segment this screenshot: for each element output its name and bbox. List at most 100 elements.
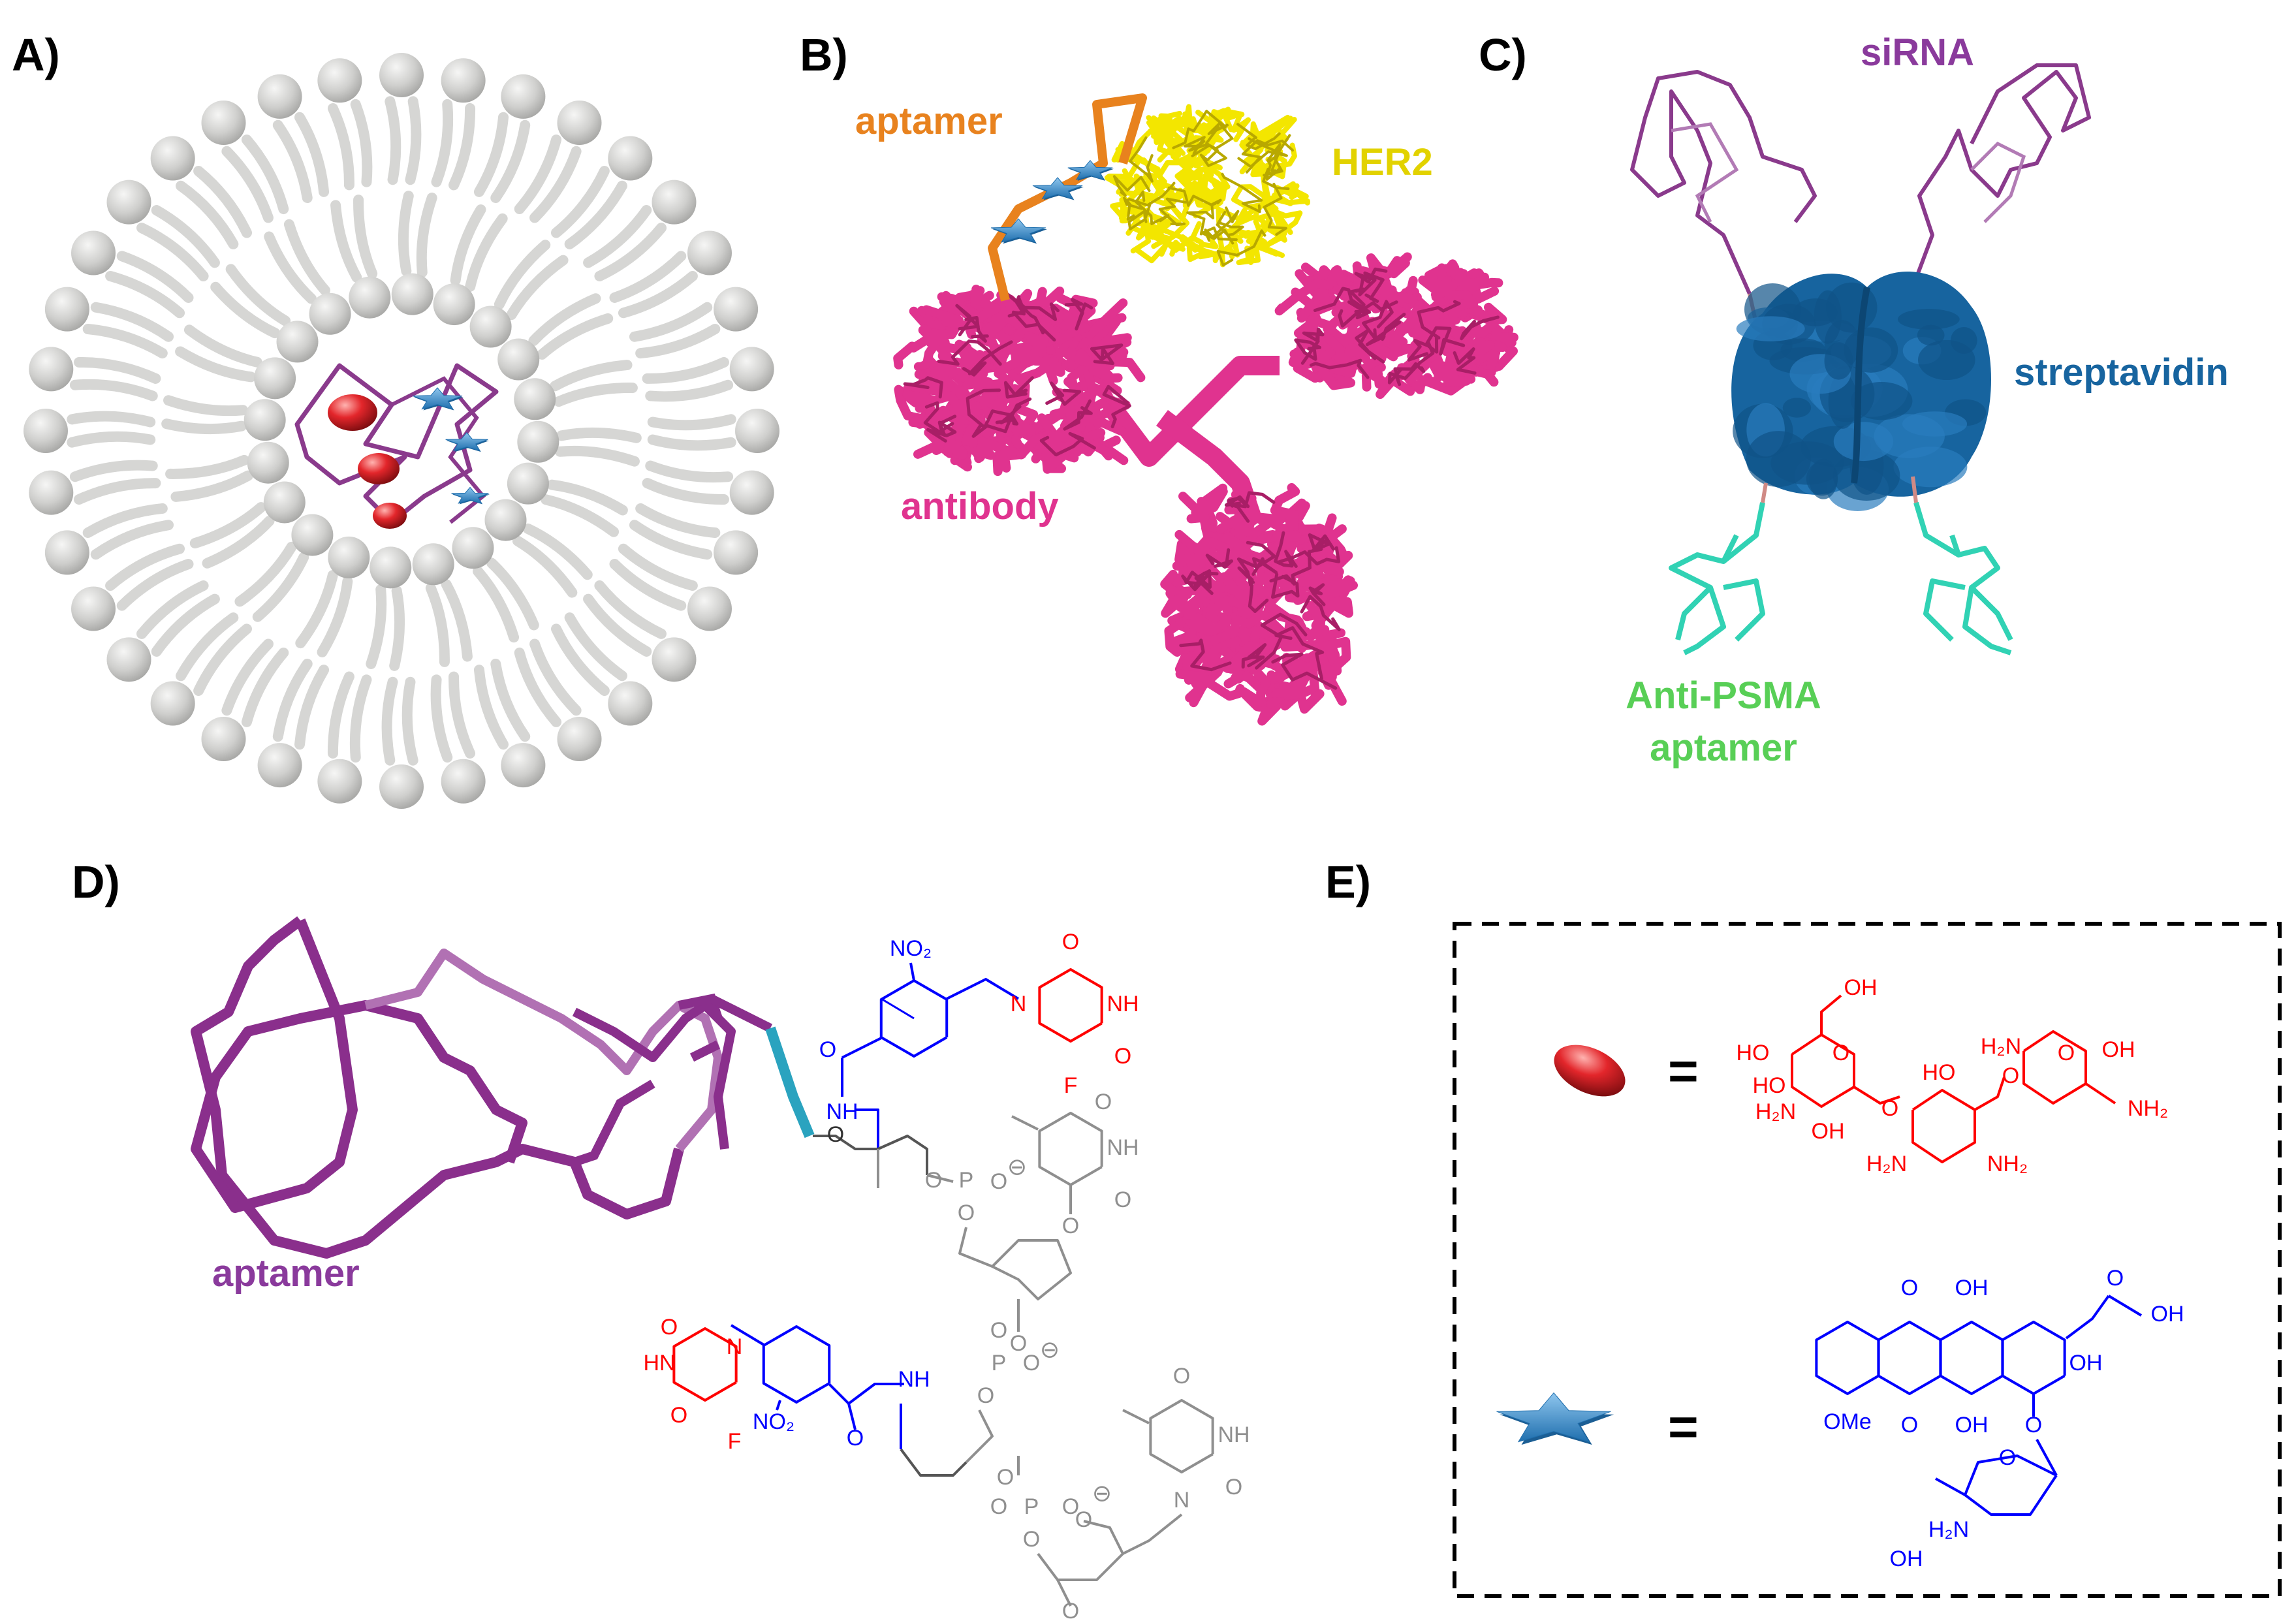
- atom-label: O: [925, 1168, 942, 1193]
- bond: [1122, 1409, 1150, 1424]
- atom-label: O: [670, 1403, 687, 1428]
- atom-label: O: [1062, 1214, 1079, 1238]
- bond: [2001, 1321, 2066, 1395]
- lipid-tail: [564, 612, 627, 682]
- atom-label: O: [1095, 1090, 1112, 1114]
- atom-label: O: [827, 1122, 844, 1147]
- lipid-tail: [272, 658, 313, 742]
- atom-label: O: [1999, 1445, 2016, 1470]
- atom-label: HO: [1753, 1073, 1786, 1098]
- lipid-head: [608, 136, 653, 181]
- atom-label: P: [1024, 1494, 1039, 1519]
- lipid-tail: [541, 494, 620, 537]
- atom-label: O: [1225, 1475, 1242, 1500]
- atom-label: OH: [2151, 1302, 2184, 1327]
- bond: [965, 1409, 994, 1464]
- atom-label: O: [977, 1383, 994, 1408]
- lipid-tail: [618, 270, 698, 319]
- lipid-tail: [512, 535, 578, 598]
- atom-label: N: [1011, 992, 1027, 1016]
- doxorubicin-star-icon: [990, 218, 1048, 244]
- atom-label: NH₂: [1987, 1152, 2028, 1176]
- anti-psma-label-line1: Anti-PSMA: [1626, 674, 1821, 717]
- atom-label: O: [661, 1315, 678, 1340]
- equals-sign: =: [1668, 1398, 1699, 1456]
- lipid-head: [24, 409, 68, 453]
- lipid-tail: [165, 454, 250, 479]
- lipid-tail: [283, 219, 330, 296]
- lipid-tail: [431, 99, 454, 187]
- panel-d-letter: D): [72, 857, 120, 907]
- lipid-tail: [405, 96, 422, 185]
- streptavidin-label: streptavidin: [2014, 351, 2229, 394]
- lipid-tail: [74, 478, 161, 505]
- lipid-tail: [537, 313, 614, 360]
- lipid-head: [652, 637, 697, 682]
- anti-psma-label-line2: aptamer: [1650, 727, 1797, 769]
- panel-a: A): [12, 29, 779, 809]
- lipid-tail: [494, 240, 551, 310]
- her2-label: HER2: [1332, 141, 1433, 183]
- lipid-head: [441, 759, 486, 804]
- atom-label: O: [1901, 1276, 1918, 1300]
- lipid-tail: [151, 205, 220, 268]
- lipid-tail: [529, 146, 582, 223]
- lipid-tail: [69, 379, 158, 401]
- lipid-head: [106, 180, 151, 225]
- lipid-tail: [490, 658, 531, 742]
- bond: [1149, 1399, 1214, 1473]
- lipid-head: [263, 481, 306, 524]
- doxorubicin-star-icon: [451, 486, 490, 505]
- lipid-tail: [294, 112, 330, 197]
- bond: [958, 1227, 1072, 1300]
- lipid-tail: [448, 103, 476, 191]
- atom-label: N: [727, 1334, 743, 1359]
- psma-aptamer-right: [1913, 501, 2013, 655]
- lipid-tail: [82, 503, 168, 539]
- lipid-tail: [385, 96, 401, 185]
- lipid-tail: [90, 302, 174, 342]
- doxorubicin-star-icon: [445, 432, 490, 452]
- lipid-head: [247, 441, 289, 484]
- aptamer-label: aptamer: [855, 100, 1003, 142]
- atom-label: H₂N: [1928, 1517, 1969, 1542]
- bond: [2036, 1439, 2058, 1476]
- lipid-head: [317, 759, 362, 804]
- lipid-tail: [550, 360, 633, 392]
- lipid-tail: [295, 570, 338, 649]
- lipid-head: [514, 378, 556, 420]
- atom-label: O: [1114, 1044, 1131, 1069]
- atom-label: NH₂: [2128, 1096, 2168, 1121]
- lipid-tail: [175, 346, 257, 383]
- atom-label: O: [1881, 1096, 1898, 1121]
- bond: [909, 962, 915, 981]
- atom-label: O: [1901, 1413, 1918, 1438]
- lipid-head: [484, 499, 527, 541]
- lipid-tail: [551, 166, 610, 238]
- lipid-head: [44, 530, 89, 575]
- bond: [730, 1324, 765, 1346]
- kanamycin-pill-icon: [358, 453, 400, 484]
- lipid-tail: [136, 580, 209, 639]
- lipid-tail: [473, 566, 520, 643]
- lipid-tail: [398, 191, 414, 277]
- bond: [1122, 1513, 1183, 1555]
- lipid-tail: [645, 460, 734, 483]
- lipid-tail: [176, 180, 239, 249]
- lipid-tail: [583, 593, 652, 657]
- sirna-right: [1911, 63, 2091, 289]
- atom-label: O: [990, 1318, 1007, 1343]
- lipid-tail: [193, 166, 252, 238]
- lipid-head: [557, 716, 602, 761]
- lipid-tail: [176, 612, 239, 682]
- kanamycin-pill-icon: [1554, 1045, 1626, 1097]
- lipid-tail: [82, 323, 168, 359]
- atom-label: N: [1174, 1488, 1190, 1513]
- atom-label: HO: [1737, 1041, 1770, 1065]
- atom-label: O: [1023, 1351, 1040, 1375]
- lipid-head: [71, 586, 116, 631]
- doxorubicin-star-icon: [1067, 160, 1114, 181]
